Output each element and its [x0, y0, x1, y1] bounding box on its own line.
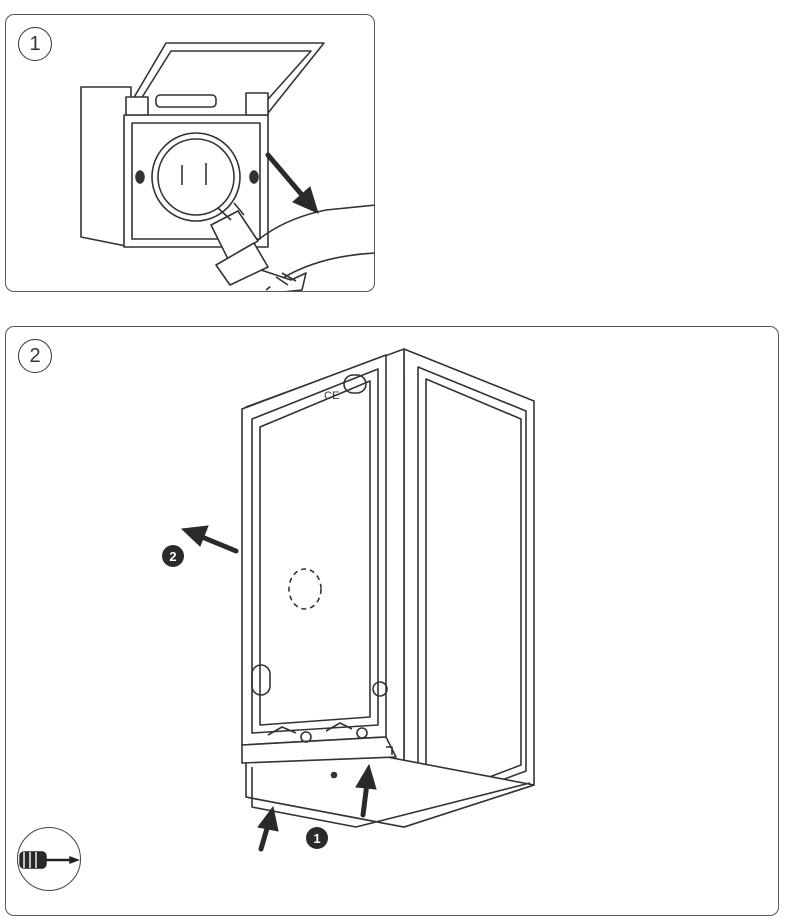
- step-number-badge: 2: [18, 339, 52, 373]
- unplug-arrow-icon: [265, 152, 319, 214]
- ce-mark: CE: [324, 390, 339, 402]
- pull-arrow-icon: [180, 525, 239, 554]
- screwdriver-icon: [17, 827, 81, 891]
- unplug-illustration: [80, 42, 374, 291]
- push-arrow-icon: [257, 763, 377, 852]
- substep-1-badge: 1: [306, 827, 328, 849]
- substep-2-badge: 2: [162, 545, 184, 567]
- step-1-panel: 1: [5, 14, 375, 292]
- mount-removal-illustration: CE: [180, 348, 535, 852]
- step-number-badge: 1: [18, 27, 52, 61]
- step-2-panel: 2 C: [5, 326, 779, 916]
